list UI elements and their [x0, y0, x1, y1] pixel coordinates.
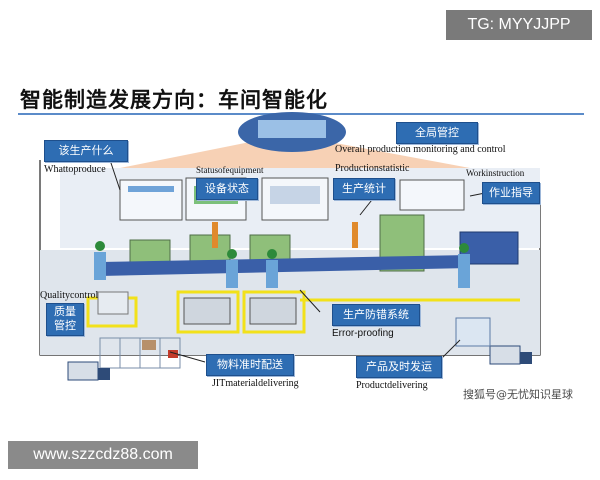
monitor-work-guide [399, 179, 465, 211]
truck-right-body [489, 345, 521, 365]
top-watermark: TG: MYYJJPP [446, 10, 592, 40]
quality-control-label: 质量 管控 [46, 303, 84, 336]
conveyor [100, 255, 470, 276]
truck-right-cab [520, 352, 532, 364]
callout-what [109, 159, 121, 191]
what-to-produce-caption: Whattoproduce [44, 164, 106, 175]
robot-arm-1 [212, 222, 218, 248]
truck-left-cab [98, 368, 110, 380]
callout-error [299, 289, 321, 313]
product-stack [455, 317, 491, 347]
material-zone-marking-1 [176, 290, 240, 334]
worker-3-head [267, 249, 277, 259]
screen-bar [128, 186, 174, 192]
global-control-label: 全局管控 [396, 122, 478, 144]
material-cart-2 [249, 297, 297, 325]
production-stats-label: 生产统计 [333, 178, 395, 200]
page-title: 智能制造发展方向：车间智能化 [20, 88, 328, 112]
material-zone-marking-2 [242, 290, 306, 334]
shelf-box [142, 340, 156, 350]
callout-product [439, 339, 461, 361]
equipment-status-caption: Statusofequipment [196, 165, 264, 175]
global-control-caption: Overall production monitoring and contro… [335, 144, 506, 155]
work-guide-caption: Workinstruction [466, 168, 525, 178]
jit-delivery-label: 物料准时配送 [206, 354, 294, 376]
work-guide-label: 作业指导 [482, 182, 540, 204]
worker-2-head [227, 249, 237, 259]
worker-1-head [95, 241, 105, 251]
jit-delivery-caption: JITmaterialdelivering [212, 378, 299, 389]
quality-rack [97, 291, 129, 315]
control-beam [120, 142, 470, 168]
footer-url: www.szzcdz88.com [8, 441, 198, 469]
equipment-status-label: 设备状态 [196, 178, 258, 200]
callout-jit [169, 351, 206, 363]
quality-control-caption: Qualitycontrol [40, 290, 99, 301]
error-proofing-caption: Error-proofing [332, 328, 394, 339]
product-delivery-label: 产品及时发运 [356, 356, 442, 378]
what-to-produce-label: 该生产什么 [44, 140, 128, 162]
source-watermark: 搜狐号@无忧知识星球 [463, 388, 573, 401]
product-delivery-caption: Productdelivering [356, 380, 428, 391]
robot-arm-2 [352, 222, 358, 248]
worker-3 [266, 260, 278, 288]
production-stats-caption: Productionstatistic [335, 163, 410, 174]
error-proofing-label: 生产防错系统 [332, 304, 420, 326]
worker-4-head [459, 243, 469, 253]
truck-left-body [67, 361, 99, 381]
worker-1 [94, 252, 106, 280]
worker-2 [226, 260, 238, 288]
screen-chart-2 [270, 186, 320, 204]
material-cart-1 [183, 297, 231, 325]
control-room-screens [258, 120, 326, 138]
agv [168, 350, 178, 358]
worker-4 [458, 254, 470, 288]
